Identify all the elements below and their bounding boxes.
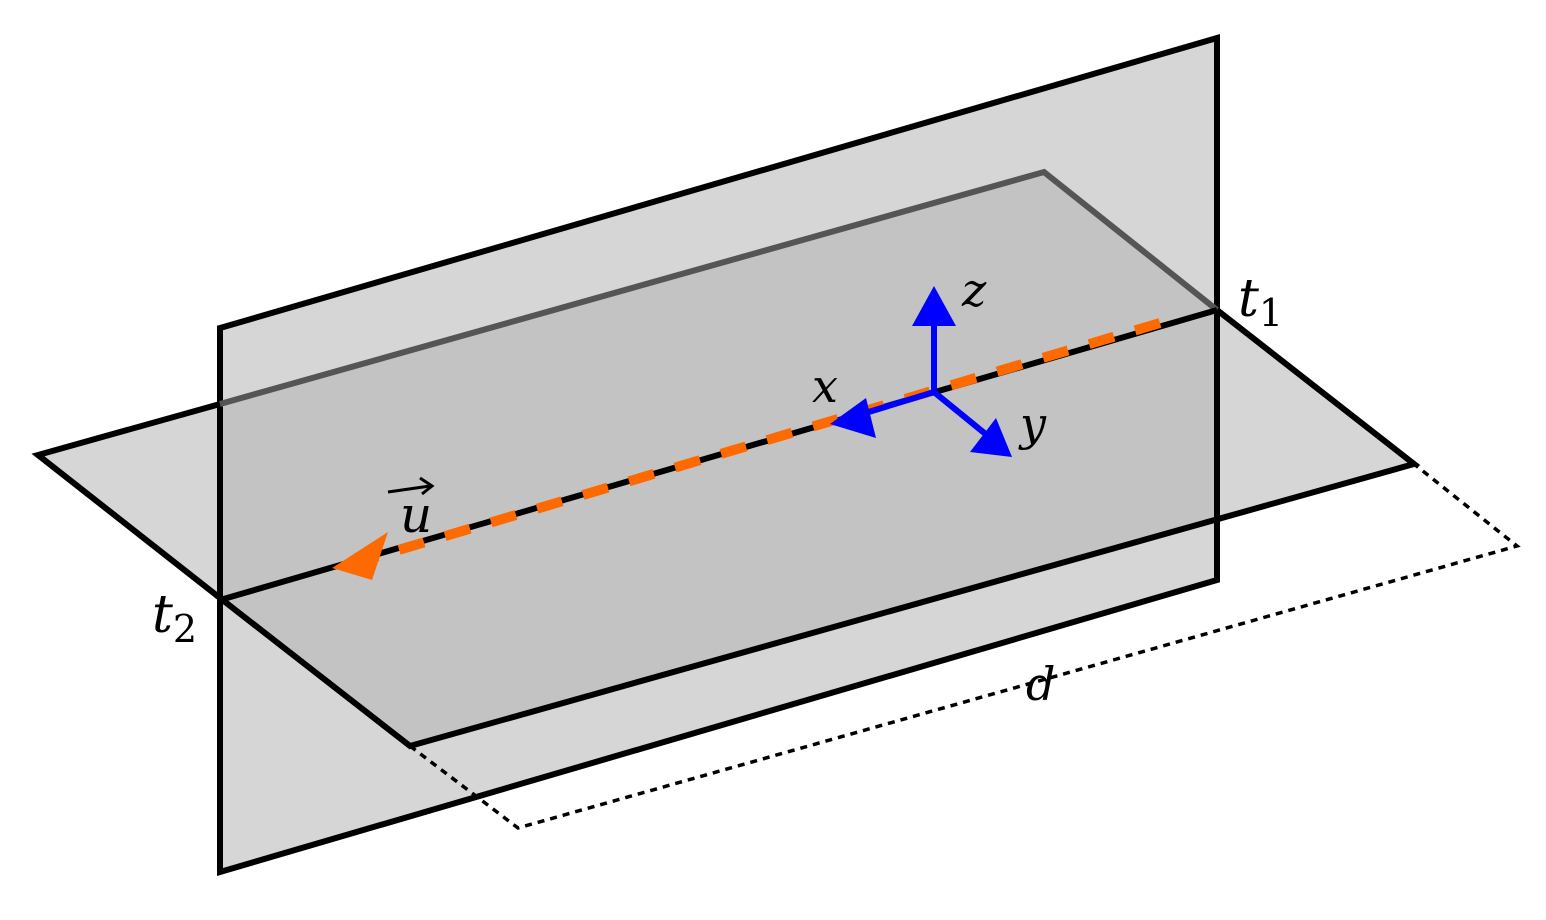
u-vector-overarrow-head — [419, 476, 435, 496]
svg-text:u: u — [400, 486, 432, 544]
u-vector-line — [363, 318, 1162, 565]
axis-y-arrowhead — [970, 418, 1012, 457]
label-t1: t1 — [1238, 269, 1283, 335]
axes — [830, 286, 1012, 457]
axis-x-arrowhead — [830, 398, 876, 438]
horizontal-plane-hidden-edge — [219, 168, 1219, 407]
horizontal-plane-front-edge — [31, 307, 1421, 750]
axis-x-line — [861, 389, 935, 417]
label-axis-y: y — [1018, 397, 1047, 451]
label-distance: d — [1026, 657, 1055, 711]
label-axis-z: z — [961, 263, 987, 317]
label-u-vector: u — [387, 476, 435, 544]
axis-z-arrowhead — [912, 286, 956, 326]
label-t2: t2 — [152, 585, 197, 651]
axis-y-line — [932, 389, 990, 439]
u-vector-overarrow — [387, 484, 431, 494]
label-axis-x: x — [812, 359, 838, 413]
distance-guide — [408, 462, 1521, 830]
u-vector-arrowhead — [332, 532, 388, 580]
